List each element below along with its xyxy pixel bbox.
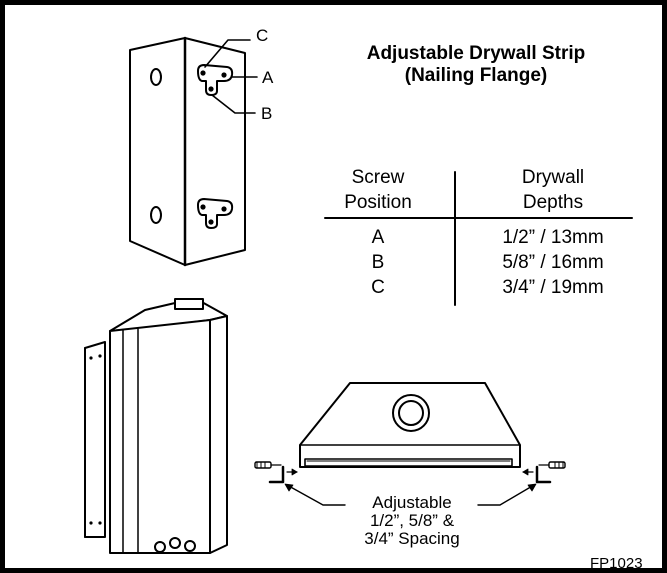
table-header-position: Position (344, 192, 412, 213)
mounting-hole-top (150, 68, 162, 86)
mounting-hole-bottom (150, 206, 162, 224)
diagram-title-line-2: (Nailing Flange) (404, 65, 548, 86)
cabinet-with-strip (84, 298, 228, 554)
table-cell-depth: 3/4” / 19mm (502, 277, 604, 298)
callout-label-a: A (262, 68, 274, 87)
table-cell-depth: 5/8” / 16mm (502, 252, 604, 273)
table-cell-position: C (371, 277, 385, 298)
spacing-note-line-1: Adjustable (372, 493, 452, 512)
diagram-artwork (84, 36, 633, 554)
callout-label-c: C (256, 26, 269, 45)
spacing-note-line-2: 1/2”, 5/8” & (369, 511, 455, 530)
figure-code: FP1023 (590, 555, 643, 572)
leader-c (204, 39, 251, 68)
table-cell-depth: 1/2” / 13mm (502, 227, 604, 248)
nailing-flange-bracket (129, 36, 258, 267)
spacing-note-line-3: 3/4” Spacing (364, 529, 460, 548)
callout-label-b: B (261, 104, 273, 123)
cabinet-side-view (254, 382, 566, 506)
table-cell-position: B (371, 252, 385, 273)
table-header-depths: Depths (522, 192, 584, 213)
table-cell-position: A (371, 227, 385, 248)
table-header-screw: Screw (351, 167, 405, 188)
table-header-drywall: Drywall (521, 167, 585, 188)
diagram-title-line-1: Adjustable Drywall Strip (366, 43, 586, 64)
leader-b (211, 94, 256, 114)
